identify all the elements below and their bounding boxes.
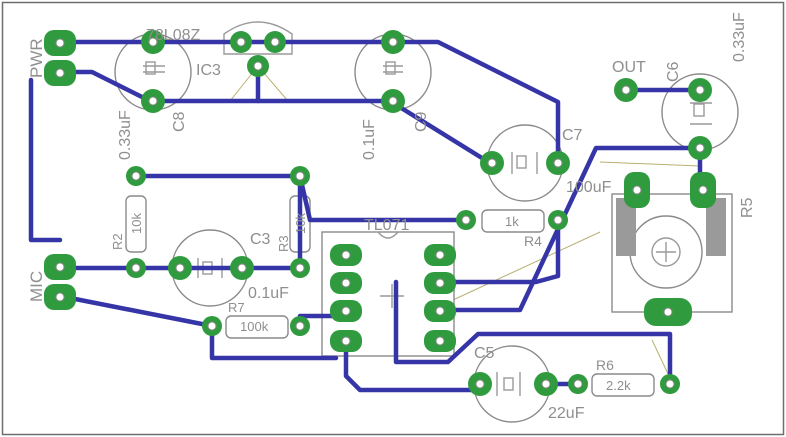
label-r2: R2	[110, 233, 125, 250]
label-c9-value: 0.1uF	[361, 119, 378, 160]
label-r6-value: 2.2k	[606, 378, 631, 393]
label-c7: C7	[562, 127, 583, 144]
label-r7: R7	[228, 300, 245, 315]
label-tl071: TL071	[364, 217, 409, 234]
label-r2-value: 10k	[129, 213, 144, 234]
label-c6-value: 0.33uF	[731, 12, 748, 62]
component-labels: PWR MIC OUT 78L08Z IC3 C8 0.33uF C9 0.1u…	[27, 12, 756, 422]
label-c8-value: 0.33uF	[117, 110, 134, 160]
label-c6: C6	[665, 61, 682, 82]
label-c9: C9	[413, 111, 430, 132]
label-r4-value: 1k	[505, 214, 519, 229]
label-r3: R3	[276, 235, 291, 252]
label-pwr: PWR	[27, 38, 46, 78]
label-c3-value: 0.1uF	[248, 285, 289, 302]
label-r6: R6	[596, 357, 614, 373]
label-c8: C8	[171, 111, 188, 132]
label-r3-value: 10k	[293, 213, 308, 234]
label-mic: MIC	[27, 271, 46, 302]
label-r4: R4	[524, 233, 542, 249]
label-c3: C3	[250, 231, 271, 248]
label-r5: R5	[739, 197, 756, 218]
label-c5-value: 22uF	[548, 405, 585, 422]
label-ic3: IC3	[196, 62, 221, 79]
label-out: OUT	[612, 59, 646, 76]
label-c7-value: 100uF	[566, 179, 612, 196]
label-ic3-part: 78L08Z	[146, 27, 200, 44]
silkscreen	[114, 21, 739, 423]
pads	[44, 30, 716, 396]
label-c5: C5	[474, 345, 495, 362]
label-r7-value: 100k	[240, 319, 269, 334]
